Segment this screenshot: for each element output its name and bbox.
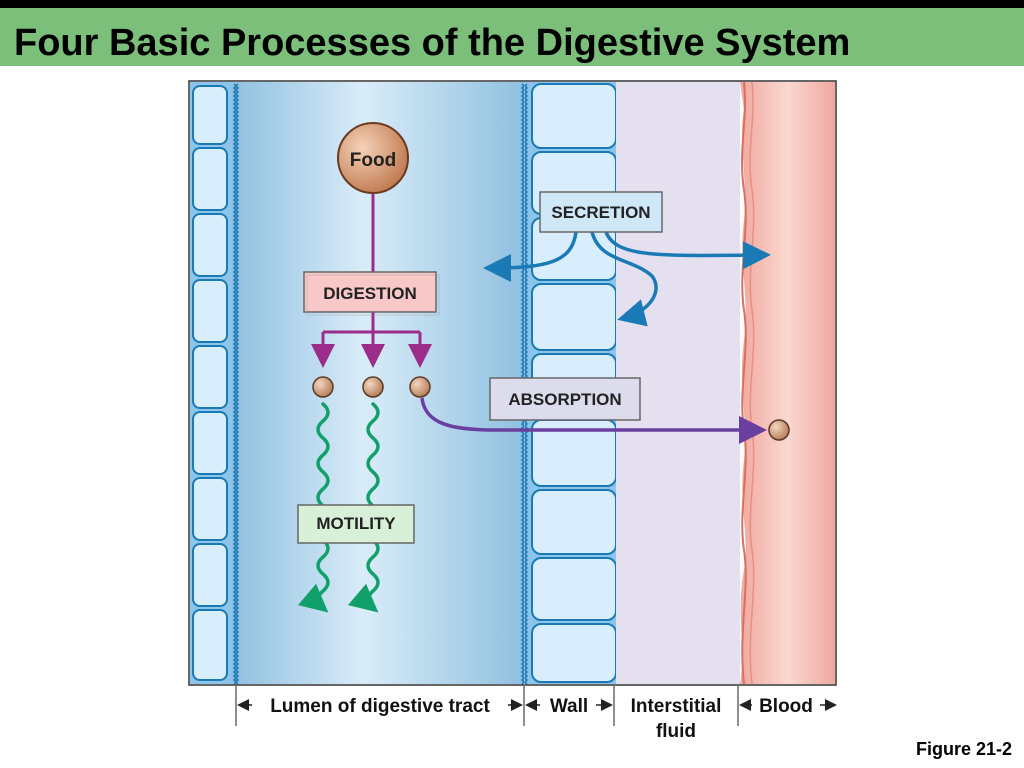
motility-label: MOTILITY: [316, 514, 396, 533]
region-dividers: [235, 686, 739, 726]
lumen-region-label: Lumen of digestive tract: [270, 696, 490, 717]
figure-caption: Figure 21-2: [915, 739, 1012, 759]
particle-3: [409, 376, 431, 398]
blood-region-label: Blood: [759, 696, 813, 717]
top-black-strip: [0, 0, 1024, 8]
particle-2: [362, 376, 384, 398]
secretion-arrows: [483, 231, 771, 327]
food-label: Food: [350, 150, 396, 171]
secretion-box: SECRETION: [539, 191, 663, 233]
secretion-label: SECRETION: [551, 203, 650, 222]
diagram-frame: [188, 80, 837, 686]
absorbed-particle: [768, 419, 790, 441]
absorption-label: ABSORPTION: [508, 390, 621, 409]
digestion-box: DIGESTION: [303, 271, 440, 316]
blood-vessel: [740, 81, 835, 685]
left-epithelium: [190, 82, 240, 685]
digested-particles: [312, 376, 790, 441]
interstitial-region-label-line1: Interstitial: [631, 696, 722, 717]
absorption-arrow: [420, 397, 767, 444]
motility-box: MOTILITY: [297, 504, 415, 544]
absorption-box: ABSORPTION: [489, 377, 641, 421]
particle-1: [312, 376, 334, 398]
interstitial-region-label-line2: fluid: [656, 721, 696, 742]
page-title: Four Basic Processes of the Digestive Sy…: [14, 22, 851, 64]
title-bar: Four Basic Processes of the Digestive Sy…: [0, 8, 1024, 66]
wall-region-label: Wall: [550, 696, 588, 717]
digestion-arrows: [311, 194, 432, 368]
food-particle: Food: [337, 122, 409, 194]
digestion-label: DIGESTION: [323, 284, 417, 303]
